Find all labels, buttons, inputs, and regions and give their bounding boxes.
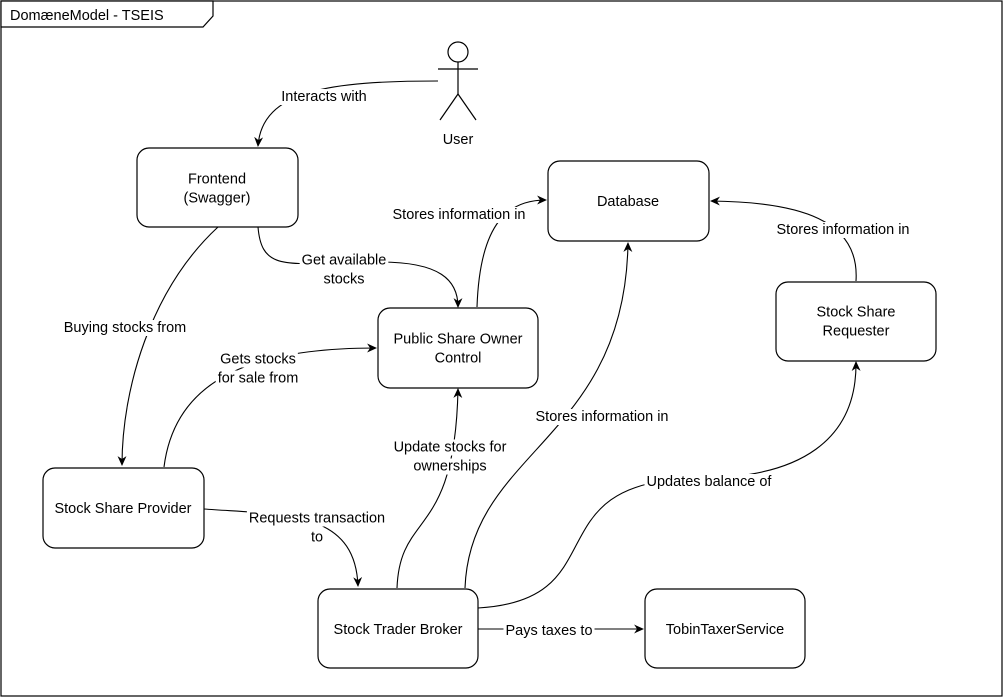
edge-label-ssp-psoc: Gets stocks for sale from — [215, 351, 301, 387]
edge-label-ssp-psoc-line: for sale from — [218, 371, 299, 387]
edge-label-user-frontend: Interacts with — [279, 89, 369, 105]
node-label-stock-trader-broker-line: Stock Trader Broker — [334, 622, 463, 638]
edge-label-stb-db: Stores information in — [533, 409, 671, 425]
node-stock-trader-broker — [317, 588, 479, 669]
edge-label-stb-psoc: Update stocks for ownerships — [391, 439, 509, 475]
edge-label-psoc-db-line: Stores information in — [393, 207, 526, 223]
node-label-tobin-taxer-service-line: TobinTaxerService — [666, 622, 784, 638]
node-stock-share-requester — [775, 281, 937, 362]
edge-requester-to-database — [710, 196, 857, 282]
edge-label-ssr-db: Stores information in — [774, 222, 912, 238]
user-actor: User — [438, 41, 478, 148]
edge-label-stb-psoc-line: ownerships — [413, 459, 486, 475]
edge-label-frontend-ssp-line: Buying stocks from — [64, 320, 187, 336]
edge-label-ssr-db-line: Stores information in — [777, 222, 910, 238]
edge-label-psoc-db: Stores information in — [390, 207, 528, 223]
frame-title-tab — [0, 0, 214, 28]
edge-label-stb-db-line: Stores information in — [536, 409, 669, 425]
edge-label-stb-tts-line: Pays taxes to — [505, 623, 592, 639]
nodes — [42, 147, 937, 669]
edge-label-stb-tts: Pays taxes to — [503, 623, 595, 639]
node-label-stock-share-requester-line: Stock Share — [817, 305, 896, 321]
edge-label-frontend-psoc: Get available stocks — [299, 252, 389, 288]
edge-label-frontend-psoc-line: stocks — [323, 272, 364, 288]
node-stock-share-provider — [42, 467, 205, 549]
node-label-public-share-owner-control-line: Control — [435, 351, 482, 367]
edge-label-ssp-stb: Requests transaction to — [246, 510, 388, 546]
edge-label-frontend-ssp: Buying stocks from — [61, 320, 189, 336]
node-label-stock-share-requester-line: Requester — [823, 324, 890, 340]
edge-broker-to-database — [464, 242, 633, 589]
node-label-frontend: Frontend (Swagger) — [184, 172, 251, 207]
node-label-stock-share-provider: Stock Share Provider — [54, 501, 191, 517]
edge-label-stb-ssr: Updates balance of — [644, 474, 775, 490]
node-frontend — [136, 147, 299, 228]
edge-label-stb-psoc-line: Update stocks for — [394, 440, 507, 456]
edge-frontend-to-provider — [117, 226, 219, 466]
edge-label-frontend-psoc-line: Get available — [302, 253, 387, 269]
node-label-database: Database — [597, 194, 659, 210]
node-label-frontend-line: (Swagger) — [184, 191, 251, 207]
edge-label-stb-ssr-line: Updates balance of — [647, 474, 773, 490]
node-database — [547, 160, 710, 242]
node-tobin-taxer-service — [644, 588, 806, 669]
edge-label-ssp-stb-line: to — [311, 530, 323, 546]
edge-label-user-frontend-line: Interacts with — [281, 89, 366, 105]
edge-label-ssp-psoc-line: Gets stocks — [220, 352, 296, 368]
node-label-database-line: Database — [597, 194, 659, 210]
node-label-stock-trader-broker: Stock Trader Broker — [334, 622, 463, 638]
node-label-stock-share-provider-line: Stock Share Provider — [54, 501, 191, 517]
node-label-public-share-owner-control-line: Public Share Owner — [394, 332, 523, 348]
edge-broker-to-psoc — [396, 388, 463, 589]
edge-label-ssp-stb-line: Requests transaction — [249, 511, 385, 527]
frame-title: DomæneModel - TSEIS — [10, 8, 164, 24]
user-actor-label: User — [443, 132, 474, 148]
node-public-share-owner-control — [377, 307, 539, 389]
node-label-tobin-taxer-service: TobinTaxerService — [666, 622, 784, 638]
node-label-frontend-line: Frontend — [188, 172, 246, 188]
